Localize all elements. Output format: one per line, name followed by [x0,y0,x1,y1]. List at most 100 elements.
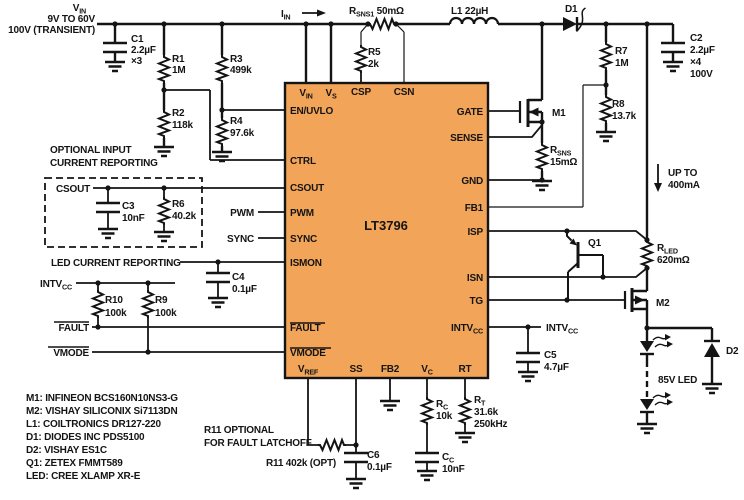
label-led-string: 85V LED [658,375,697,386]
label-rsns-ref: RSNS [550,145,572,158]
label-rled-ref: RLED [657,243,678,256]
label-r7-value: 1M [615,58,629,69]
pin-isp: ISP [467,227,483,238]
label-r3-value: 499k [230,65,252,76]
pin-isn: ISN [467,273,483,284]
pin-vin: VIN [299,88,312,101]
label-c2-value: 2.2µF [690,45,715,56]
label-d1: D1 [565,4,578,15]
label-c5-ref: C5 [544,350,557,361]
inductor-l1-symbol [448,16,500,25]
label-r4-value: 97.6k [230,128,255,139]
pin-sense: SENSE [450,133,483,144]
label-r7-ref: R7 [615,46,628,57]
pin-gnd: GND [461,176,483,187]
label-r6-ref: R6 [172,199,185,210]
label-r10-ref: R10 [105,295,123,306]
ic-part-number: LT3796 [364,218,408,233]
label-optional-note-2: CURRENT REPORTING [50,158,158,169]
pin-intvcc: INTVCC [451,323,483,336]
pin-ctrl: CTRL [290,156,316,167]
label-c5-value: 4.7µF [544,362,569,373]
label-r8-ref: R8 [612,99,625,110]
label-r11-value: R11 402k (OPT) [266,458,336,469]
label-r3-ref: R3 [230,54,243,65]
label-c6-ref: C6 [367,450,380,461]
label-vin-range: 9V TO 60V [48,14,96,25]
label-rsns-value: 15mΩ [550,157,577,168]
pin-vref: VREF [298,364,319,377]
bom-line-m1: M1: INFINEON BCS160N10NS3-G [26,393,178,404]
label-l1: L1 22µH [451,6,488,17]
ic-lt3796-body [283,81,490,380]
label-rt-freq: 250kHz [474,419,507,430]
pin-sync: SYNC [290,234,317,245]
diode-d1-symbol [563,7,586,33]
output-current-arrowhead [654,183,662,192]
label-c1-value: 2.2µF [131,45,156,56]
label-c3-ref: C3 [122,201,135,212]
label-c3-value: 10nF [122,213,145,224]
label-r10-value: 100k [105,308,127,319]
label-q1: Q1 [588,238,602,249]
label-rc-ref: RC [436,399,448,412]
pin-gate: GATE [457,107,484,118]
pin-csout: CSOUT [290,183,324,194]
wires-signal [76,12,659,479]
label-m2: M2 [656,298,670,309]
label-r1-ref: R1 [172,54,185,65]
label-pwm-net: PWM [230,208,254,219]
label-c4-value: 0.1µF [232,284,257,295]
bom-line-d1: D1: DIODES INC PDS5100 [26,432,145,443]
label-output-current-1: UP TO [668,168,698,179]
pin-en-uvlo: EN/UVLO [290,106,333,117]
label-optional-note-1: OPTIONAL INPUT [50,145,132,156]
label-c1-ref: C1 [131,34,144,45]
label-r11-note-2: FOR FAULT LATCHOFF [204,438,312,449]
pin-csn: CSN [394,87,415,98]
label-r11-note-1: R11 OPTIONAL [204,425,274,436]
label-vmode-net: VMODE [53,348,89,359]
label-vin-source: VIN [73,3,86,16]
label-cc-ref: CC [442,452,454,465]
pin-rt: RT [459,364,472,375]
label-output-current-2: 400mA [668,180,700,191]
label-r6-value: 40.2k [172,211,197,222]
label-fault-net: FAULT [59,323,90,334]
diode-d2-symbol [704,339,720,357]
bom-line-q1: Q1: ZETEX FMMT589 [26,458,123,469]
label-intvcc-left: INTVCC [40,279,72,292]
label-m1: M1 [552,108,566,119]
pin-vs: VS [325,88,336,101]
label-rc-value: 10k [436,411,453,422]
pin-fb1: FB1 [465,203,484,214]
label-r5-value: 2k [368,59,379,70]
iin-arrowhead [317,9,326,17]
label-r8-value: 13.7k [612,111,637,122]
pin-csp: CSP [351,87,371,98]
label-rt-ref: RT [474,395,486,408]
label-rsns1: RSNS1 50mΩ [349,6,404,19]
bom-line-led: LED: CREE XLAMP XR-E [26,471,141,482]
label-d2: D2 [726,346,739,357]
transistor-q1-symbol [566,231,604,300]
pin-vc: VC [421,364,432,377]
label-intvcc-right: INTVCC [546,323,578,336]
bom-line-m2: M2: VISHAY SILICONIX Si7113DN [26,406,177,417]
pin-vmode: VMODE [290,348,326,359]
label-c1-qty: ×3 [131,56,143,67]
label-r5-ref: R5 [368,47,381,58]
label-rled-value: 620mΩ [657,255,690,266]
label-led-current-reporting: LED CURRENT REPORTING [51,258,181,269]
pin-pwm: PWM [290,208,314,219]
label-sync-net: SYNC [227,234,254,245]
label-c2-ref: C2 [690,33,703,44]
label-c6-value: 0.1µF [367,462,392,473]
label-c4-ref: C4 [232,272,245,283]
pin-fb2: FB2 [381,364,400,375]
label-c2-qty: ×4 [690,57,702,68]
pin-ismon: ISMON [290,258,322,269]
bom-line-l1: L1: COILTRONICS DR127-220 [26,419,161,430]
label-csout-net: CSOUT [56,184,90,195]
